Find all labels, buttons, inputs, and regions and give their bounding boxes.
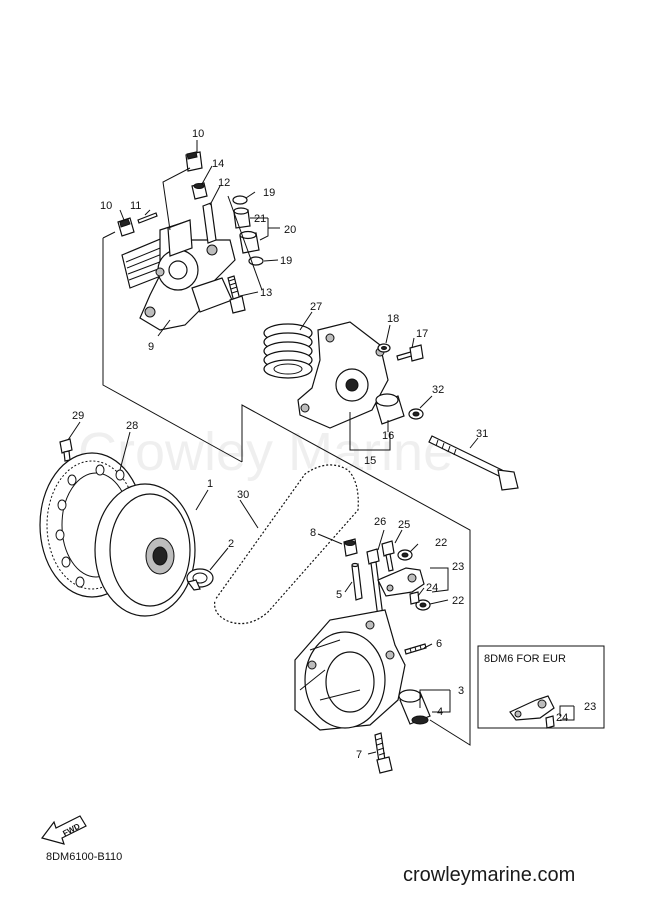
label-31: 31	[476, 428, 488, 440]
label-12: 12	[218, 177, 230, 189]
label-19-bottom: 19	[280, 255, 292, 267]
label-24-main: 24	[426, 582, 438, 594]
part-23-weight-arm[interactable]	[377, 567, 425, 597]
part-9-spider-assembly[interactable]	[121, 219, 236, 331]
inset-label-24: 24	[556, 712, 568, 724]
part-18-washer[interactable]	[377, 343, 391, 353]
label-20: 20	[284, 224, 296, 236]
watermark-text: Crowley Marine	[78, 422, 453, 482]
part-31-long-bolt[interactable]	[428, 435, 519, 491]
inset-eur-variant: 8DM6 FOR EUR 23 24	[477, 645, 605, 729]
label-16: 16	[382, 430, 394, 442]
label-9: 9	[148, 341, 154, 353]
part-30-drive-belt[interactable]	[212, 462, 361, 627]
inset-part-23-arm[interactable]	[509, 695, 555, 729]
label-10-left: 10	[100, 200, 112, 212]
callout-labels: 10 14 12 19 10 11 21 20 19 13 27 18 17 9…	[72, 128, 488, 761]
part-5-pin[interactable]	[351, 562, 363, 601]
part-1-movable-sheave[interactable]	[94, 483, 196, 617]
label-13: 13	[260, 287, 272, 299]
inset-title: 8DM6 FOR EUR	[484, 653, 566, 665]
label-26: 26	[374, 516, 386, 528]
part-16-bushing[interactable]	[375, 393, 405, 425]
part-19-washer-top[interactable]	[232, 195, 248, 205]
part-17-bolt[interactable]	[396, 344, 424, 362]
part-32-washer[interactable]	[408, 408, 424, 420]
label-19-top: 19	[263, 187, 275, 199]
part-22-nut-bottom[interactable]	[415, 599, 431, 611]
label-7: 7	[356, 749, 362, 761]
label-25: 25	[398, 519, 410, 531]
label-29: 29	[72, 410, 84, 422]
label-28: 28	[126, 420, 138, 432]
part-4-bushing[interactable]	[398, 689, 431, 725]
part-10-slider-left[interactable]	[117, 217, 135, 237]
label-30: 30	[237, 489, 249, 501]
diagram-code: 8DM6100-B110	[46, 851, 122, 863]
part-6-pin[interactable]	[404, 643, 427, 655]
assembly-outline	[102, 231, 471, 746]
label-11: 11	[130, 200, 141, 212]
part-25-screw[interactable]	[381, 540, 395, 572]
label-5: 5	[336, 589, 342, 601]
part-11-pin[interactable]	[137, 212, 158, 224]
label-27: 27	[310, 301, 322, 313]
part-22-nut-top[interactable]	[397, 549, 413, 561]
fwd-arrow-icon: FWD	[40, 815, 87, 845]
part-3-sheave-housing[interactable]	[294, 609, 406, 731]
part-10-slider-top[interactable]	[185, 151, 203, 172]
label-6: 6	[436, 638, 442, 650]
label-15: 15	[364, 455, 376, 467]
label-8: 8	[310, 527, 316, 539]
label-18: 18	[387, 313, 399, 325]
label-21: 21	[254, 213, 266, 225]
label-22-bottom: 22	[452, 595, 464, 607]
part-15-cap[interactable]	[297, 321, 389, 429]
part-2-clip[interactable]	[186, 568, 214, 591]
part-8-nut[interactable]	[343, 538, 358, 557]
part-20-roller[interactable]	[239, 230, 260, 254]
label-10-top: 10	[192, 128, 204, 140]
label-4: 4	[437, 706, 443, 718]
label-14: 14	[212, 158, 224, 170]
label-2: 2	[228, 538, 234, 550]
part-27-spring[interactable]	[263, 323, 313, 379]
part-14-nut[interactable]	[191, 182, 208, 200]
part-12-roller-pin[interactable]	[202, 202, 217, 244]
label-1: 1	[207, 478, 213, 490]
label-3: 3	[458, 685, 464, 697]
part-13-bolt[interactable]	[227, 275, 246, 314]
part-7-bolt[interactable]	[374, 732, 393, 774]
site-url: crowleymarine.com	[403, 864, 575, 886]
inset-label-23: 23	[584, 701, 596, 713]
part-29-bolt[interactable]	[59, 438, 73, 462]
leader-lines	[67, 140, 575, 755]
part-24-roller[interactable]	[409, 591, 420, 605]
label-22-top: 22	[435, 537, 447, 549]
label-17: 17	[416, 328, 428, 340]
label-32: 32	[432, 384, 444, 396]
label-23-main: 23	[452, 561, 464, 573]
